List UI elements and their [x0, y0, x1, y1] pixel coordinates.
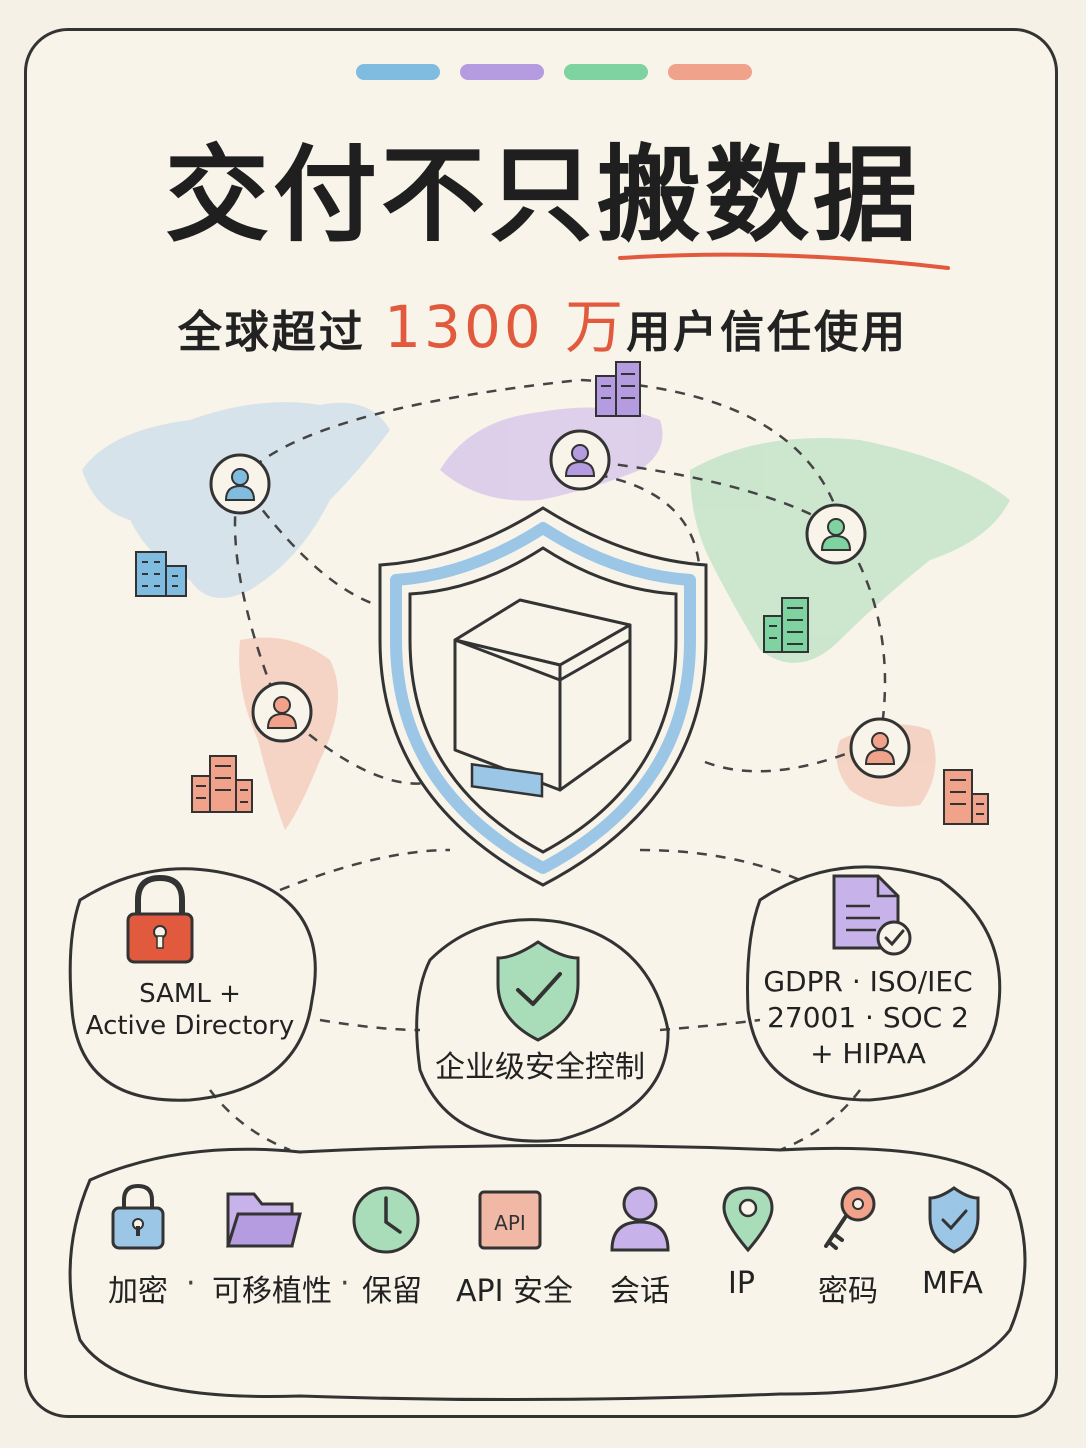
center-pillar-bubble: [415, 918, 670, 1143]
clock-icon: [352, 1186, 420, 1254]
sso-line-1: SAML +: [139, 979, 241, 1009]
right-pillar-label: GDPR · ISO/IEC 27001 · SOC 2 + HIPAA: [758, 964, 978, 1072]
arc-left-top: [279, 848, 451, 892]
color-dashes: [356, 64, 752, 80]
page-title: 交付不只搬数据: [164, 134, 921, 256]
compliance-line-2: 27001 · SOC 2: [767, 1001, 969, 1034]
arc-eu-asia: [579, 458, 841, 532]
building-icon: [191, 755, 253, 813]
user-node-north-america: [209, 453, 271, 515]
location-pin-icon: [722, 1186, 774, 1253]
shield-check-icon: [496, 940, 580, 1042]
box-label-strip: [470, 762, 544, 798]
blue-dash: [356, 64, 440, 80]
left-pillar-bubble: [68, 867, 317, 1102]
api-icon: API: [478, 1190, 542, 1250]
arc-top: [239, 378, 842, 521]
building-icon: [943, 769, 989, 825]
user-node-australia: [849, 717, 911, 779]
arc-right-top: [639, 848, 801, 882]
building-icon: [763, 597, 809, 653]
feature-label-portability: 可移植性: [212, 1274, 332, 1309]
user-count: 1300 万: [384, 293, 627, 361]
green-dash: [564, 64, 648, 80]
purple-dash: [460, 64, 544, 80]
document-check-icon: [832, 874, 912, 956]
arc-center-right: [659, 1018, 761, 1032]
padlock-icon: [126, 874, 194, 964]
svg-text:API: API: [494, 1211, 526, 1235]
feature-label-retention: 保留: [362, 1274, 422, 1309]
subtitle-prefix: 全球超过: [177, 307, 366, 358]
sso-line-2: Active Directory: [85, 1011, 295, 1041]
center-pillar-label: 企业级安全控制: [435, 1050, 645, 1085]
left-pillar-label: SAML + Active Directory: [82, 978, 298, 1042]
feature-label-password: 密码: [818, 1274, 878, 1309]
feature-label-session: 会话: [610, 1274, 670, 1309]
feature-label-api-security: API 安全: [456, 1274, 573, 1309]
right-pillar-bubble: [746, 865, 1002, 1102]
feature-label-encryption: 加密: [108, 1274, 168, 1309]
coral-dash: [668, 64, 752, 80]
arc-left-center: [319, 1018, 421, 1032]
user-node-europe: [549, 429, 611, 491]
user-node-south-america: [251, 681, 313, 743]
title-underline: [618, 252, 950, 270]
building-icon: [135, 551, 187, 597]
folder-icon: [225, 1192, 302, 1248]
feature-separator: ·: [340, 1266, 350, 1301]
features-bubble: [68, 1143, 1027, 1402]
page-subtitle: 全球超过 1300 万用户信任使用: [0, 280, 1086, 364]
compliance-line-1: GDPR · ISO/IEC: [763, 965, 973, 998]
key-icon: [824, 1186, 876, 1250]
user-node-asia: [805, 503, 867, 565]
feature-label-mfa: MFA: [922, 1266, 983, 1301]
shield-with-box-icon: [378, 506, 708, 887]
building-icon: [595, 361, 641, 417]
arc-eu-shield: [559, 468, 702, 581]
lock-icon: [111, 1183, 165, 1250]
subtitle-suffix: 用户信任使用: [626, 307, 909, 358]
shield-check-icon: [928, 1186, 980, 1254]
compliance-line-3: + HIPAA: [810, 1037, 926, 1070]
arc-left-bottom: [209, 1089, 291, 1152]
feature-label-ip: IP: [728, 1266, 755, 1301]
user-icon: [610, 1186, 670, 1252]
feature-separator: ·: [186, 1266, 196, 1301]
